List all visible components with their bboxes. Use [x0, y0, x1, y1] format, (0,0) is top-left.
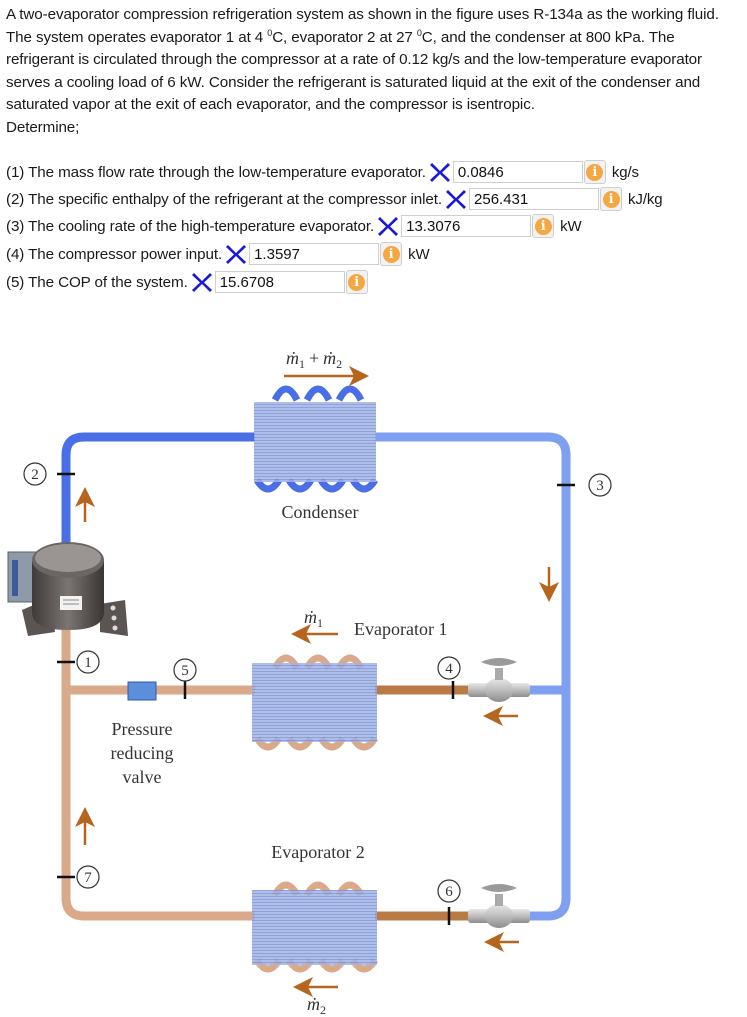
answer-input-2[interactable] [469, 188, 600, 210]
question-label: (2) The specific enthalpy of the refrige… [6, 190, 443, 208]
unit-label: kJ/kg [628, 190, 663, 208]
refrigeration-diagram: 2 3 1 5 4 6 7 ṁ1+ṁ2 Condenser ṁ1 Evapora… [7, 348, 612, 1017]
unit-label: kg/s [611, 163, 639, 181]
state-label-4: 4 [445, 661, 453, 677]
info-icon: i [602, 190, 620, 208]
info-button-5[interactable]: i [345, 270, 368, 294]
condenser [254, 385, 378, 493]
state-label-1: 1 [84, 655, 92, 671]
state-label-7: 7 [84, 870, 92, 886]
problem-text: A two-evaporator compression refrigerati… [6, 6, 719, 114]
question-2: (2) The specific enthalpy of the refrige… [6, 187, 663, 211]
flow-label-evap1: ṁ1 [304, 607, 323, 630]
valve-label-line2: reducing [111, 743, 174, 763]
x-mark-icon [429, 163, 450, 182]
answer-input-3[interactable] [401, 215, 532, 237]
answer-input-4[interactable] [249, 243, 380, 265]
info-button-3[interactable]: i [532, 214, 555, 238]
flow-label-total: ṁ1+ṁ2 [286, 348, 342, 371]
compressor [7, 542, 128, 636]
state-circle-2 [23, 462, 47, 486]
valve-label-line1: Pressure [112, 719, 173, 739]
info-button-4[interactable]: i [380, 242, 403, 266]
question-1: (1) The mass flow rate through the low-t… [6, 160, 639, 184]
info-icon: i [382, 245, 400, 263]
determine-label: Determine; [6, 118, 80, 136]
valve-label-line3: valve [123, 767, 162, 787]
question-5: (5) The COP of the system. i [6, 270, 368, 294]
info-button-2[interactable]: i [600, 187, 623, 211]
info-button-1[interactable]: i [583, 160, 606, 184]
state-label-6: 6 [445, 884, 453, 900]
evaporator-1-label: Evaporator 1 [354, 619, 447, 639]
condenser-label: Condenser [282, 502, 359, 522]
state-circle-1 [76, 650, 100, 674]
question-label: (4) The compressor power input. [6, 245, 223, 263]
question-label: (1) The mass flow rate through the low-t… [6, 163, 426, 181]
x-mark-icon [226, 245, 247, 264]
flow-label-evap2: ṁ2 [307, 994, 326, 1017]
pipe-evap2-to-compressor [61, 610, 255, 921]
evaporator-2 [252, 881, 378, 973]
pipe-condenser-to-valves [375, 432, 571, 921]
question-label: (3) The cooling rate of the high-tempera… [6, 217, 375, 235]
state-circle-6 [437, 879, 461, 903]
x-mark-icon [191, 273, 212, 292]
question-3: (3) The cooling rate of the high-tempera… [6, 214, 582, 238]
x-mark-icon [378, 217, 399, 236]
answer-input-5[interactable] [214, 271, 345, 293]
state-label-5: 5 [181, 663, 189, 679]
x-mark-icon [446, 190, 467, 209]
state-label-3: 3 [596, 478, 604, 494]
question-4: (4) The compressor power input. i kW [6, 242, 430, 266]
state-circle-7 [76, 865, 100, 889]
unit-label: kW [560, 217, 582, 235]
evaporator-2-label: Evaporator 2 [271, 842, 364, 862]
info-icon: i [348, 273, 366, 291]
unit-label: kW [408, 245, 430, 263]
info-icon: i [534, 217, 552, 235]
answer-input-1[interactable] [452, 161, 583, 183]
pressure-reducing-valve [127, 681, 157, 701]
pipe-compressor-to-condenser [61, 432, 255, 560]
state-label-2: 2 [31, 467, 39, 483]
expansion-valve-1 [468, 658, 530, 702]
evaporator-1 [252, 654, 378, 751]
state-circle-4 [437, 656, 461, 680]
expansion-valve-2 [468, 884, 530, 928]
problem-statement: A two-evaporator compression refrigerati… [6, 4, 746, 140]
info-icon: i [586, 163, 604, 181]
state-circle-5 [173, 658, 197, 682]
question-label: (5) The COP of the system. [6, 273, 188, 291]
state-circle-3 [588, 473, 612, 497]
